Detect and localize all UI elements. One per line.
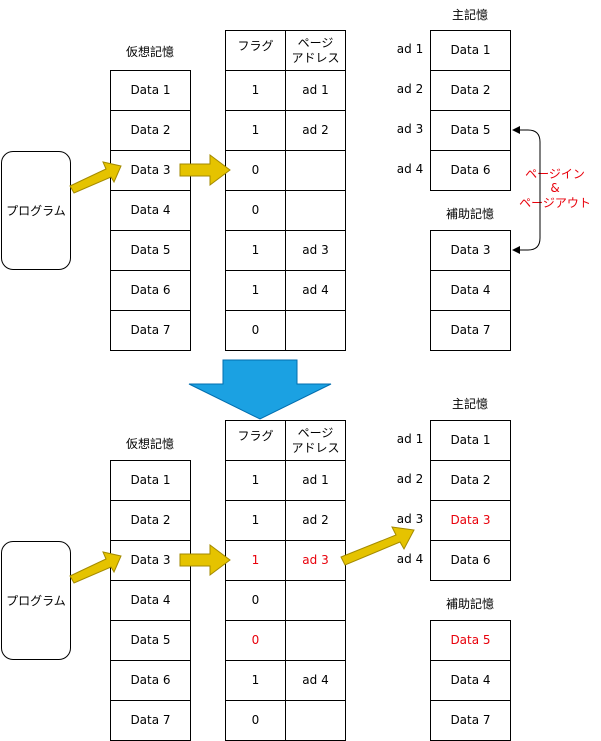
- virtual-memory-title: 仮想記憶: [125, 437, 174, 451]
- main-address-label: ad 1: [396, 432, 424, 446]
- flag-cell: 0: [225, 700, 286, 741]
- flag-cell: 0: [225, 310, 286, 351]
- main-address-label: ad 2: [396, 82, 424, 96]
- main-address-label: ad 3: [396, 122, 424, 136]
- aux-memory-title: 補助記憶: [445, 207, 494, 221]
- main-memory-title: 主記憶: [451, 8, 488, 22]
- flag-cell: 1: [225, 500, 286, 541]
- virtual-to-table-arrow: [179, 154, 231, 186]
- address-cell: [285, 150, 346, 191]
- flag-cell-updated: 0: [225, 620, 286, 661]
- main-address-label: ad 4: [396, 552, 424, 566]
- page-in-page-out-arrow: [514, 129, 541, 251]
- program-box-after: プログラム: [1, 541, 71, 660]
- address-cell: [285, 580, 346, 621]
- main-address-label: ad 1: [396, 42, 424, 56]
- virtual-cell: Data 3: [110, 150, 191, 191]
- main-memory-cell: Data 2: [430, 70, 511, 111]
- program-label: プログラム: [6, 204, 66, 218]
- flag-cell: 0: [225, 190, 286, 231]
- aux-memory-cell-updated: Data 5: [430, 620, 511, 661]
- virtual-cell: Data 6: [110, 270, 191, 311]
- address-cell: [285, 700, 346, 741]
- program-label: プログラム: [6, 594, 66, 608]
- aux-memory-cell: Data 4: [430, 270, 511, 311]
- address-cell: ad 3: [285, 230, 346, 271]
- virtual-cell: Data 7: [110, 700, 191, 741]
- main-address-label: ad 2: [396, 472, 424, 486]
- address-cell: [285, 620, 346, 661]
- address-cell: ad 2: [285, 500, 346, 541]
- arrowhead-icon: [512, 126, 520, 134]
- main-memory-cell: Data 2: [430, 460, 511, 501]
- main-memory-cell: Data 6: [430, 150, 511, 191]
- main-memory-cell: Data 1: [430, 30, 511, 71]
- table-to-main-memory-arrow: [340, 526, 415, 566]
- address-cell: ad 1: [285, 70, 346, 111]
- main-address-label: ad 4: [396, 162, 424, 176]
- aux-memory-title: 補助記憶: [445, 597, 494, 611]
- transition-down-arrow: [188, 359, 332, 420]
- address-header: ページ アドレス: [285, 30, 346, 71]
- virtual-cell: Data 1: [110, 460, 191, 501]
- virtual-to-table-arrow: [179, 544, 231, 576]
- address-header: ページ アドレス: [285, 420, 346, 461]
- virtual-cell: Data 3: [110, 540, 191, 581]
- aux-memory-cell: Data 7: [430, 310, 511, 351]
- main-memory-cell: Data 5: [430, 110, 511, 151]
- main-memory-title: 主記憶: [451, 397, 488, 411]
- virtual-cell: Data 4: [110, 190, 191, 231]
- virtual-cell: Data 7: [110, 310, 191, 351]
- program-box-before: プログラム: [1, 151, 71, 270]
- program-to-virtual-arrow: [69, 551, 122, 584]
- virtual-memory-title: 仮想記憶: [125, 45, 174, 59]
- virtual-cell: Data 5: [110, 620, 191, 661]
- virtual-cell: Data 6: [110, 660, 191, 701]
- flag-cell: 1: [225, 70, 286, 111]
- address-cell: [285, 310, 346, 351]
- program-to-virtual-arrow: [69, 161, 122, 194]
- address-cell: ad 2: [285, 110, 346, 151]
- virtual-cell: Data 1: [110, 70, 191, 111]
- main-address-label: ad 3: [396, 512, 424, 526]
- main-memory-cell: Data 1: [430, 420, 511, 461]
- arrowhead-icon: [512, 246, 520, 254]
- main-memory-cell: Data 6: [430, 540, 511, 581]
- address-cell: ad 4: [285, 270, 346, 311]
- aux-memory-cell: Data 7: [430, 700, 511, 741]
- virtual-cell: Data 5: [110, 230, 191, 271]
